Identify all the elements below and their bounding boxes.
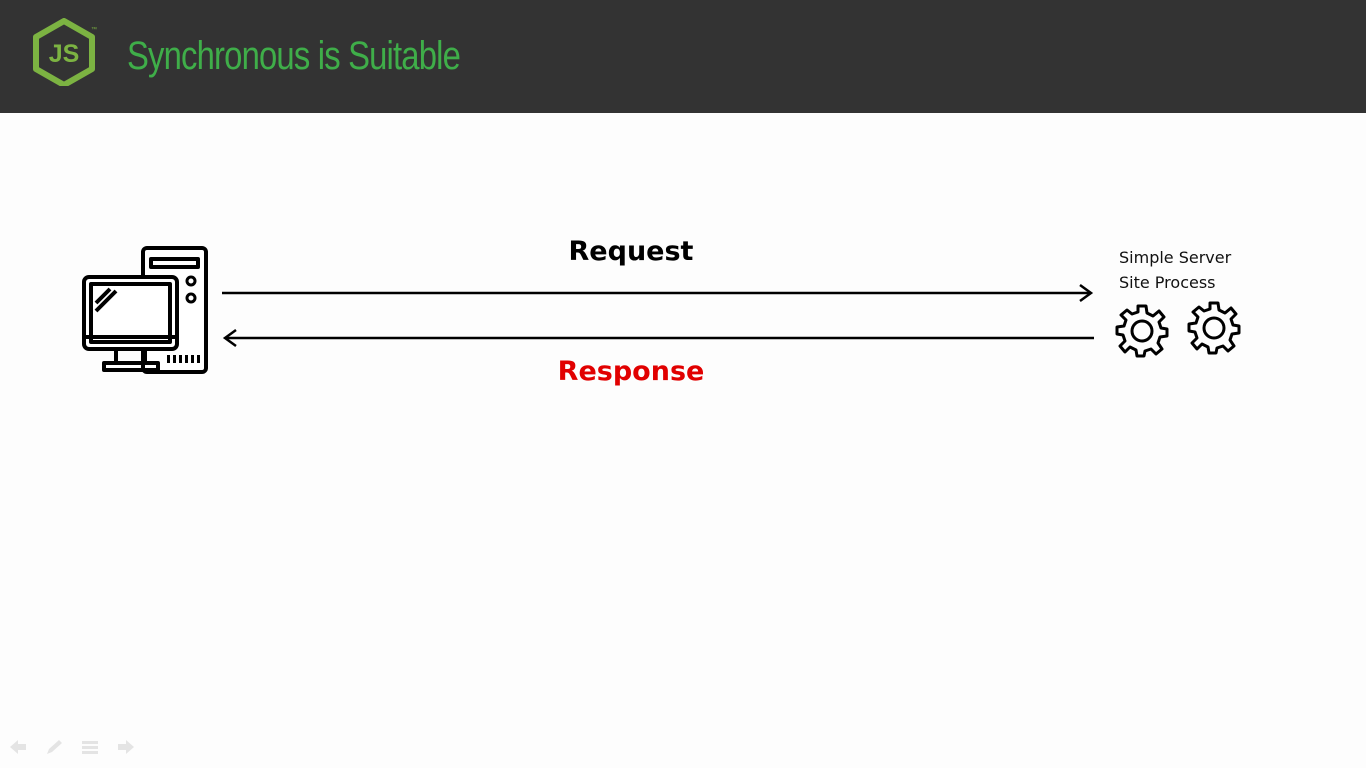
request-arrow: [222, 283, 1094, 303]
next-icon[interactable]: [116, 738, 136, 756]
server-label-line1: Simple Server: [1119, 248, 1232, 267]
previous-icon[interactable]: [8, 738, 28, 756]
slide-title: Synchronous is Suitable: [127, 34, 461, 78]
pen-icon[interactable]: [44, 738, 64, 756]
desktop-computer-icon: [82, 246, 208, 374]
gear-icon: [1187, 301, 1241, 355]
server-label-line2: Site Process: [1119, 273, 1216, 292]
slide-controls: [8, 738, 136, 756]
svg-text:™: ™: [91, 26, 97, 33]
gear-icon: [1115, 304, 1169, 358]
menu-icon[interactable]: [80, 738, 100, 756]
request-label: Request: [568, 236, 694, 267]
nodejs-logo-icon: JS ™: [33, 18, 97, 86]
response-arrow: [222, 328, 1094, 348]
response-label: Response: [557, 356, 705, 387]
logo-text: JS: [49, 40, 80, 68]
slide-header: JS ™ Synchronous is Suitable: [0, 0, 1366, 113]
server-label: Simple Server Site Process: [1119, 245, 1231, 295]
